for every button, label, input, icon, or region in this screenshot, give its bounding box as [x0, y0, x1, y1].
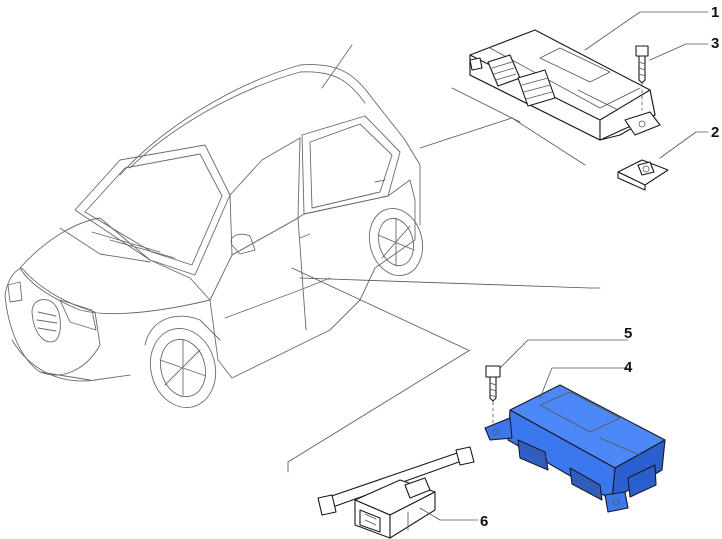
leader-lines: [287, 87, 601, 473]
front-wheel-icon: [144, 315, 221, 408]
callout-3: 3: [711, 35, 719, 52]
callout-4: 4: [624, 359, 633, 376]
car-illustration-icon: [4, 44, 424, 408]
rear-wheel-icon: [368, 208, 424, 276]
part-5-bolt-icon: [485, 365, 501, 426]
callout-2: 2: [711, 124, 719, 141]
callout-1: 1: [711, 4, 719, 21]
callout-5: 5: [624, 325, 632, 342]
part-6-sensor-bracket-icon: [317, 446, 475, 539]
part-1-control-unit: [469, 29, 661, 141]
part-2-clip-nut-icon: [617, 159, 669, 191]
part-4-control-unit-highlighted: [484, 384, 666, 513]
callout-6: 6: [480, 513, 488, 530]
callout-leaders: [419, 11, 709, 521]
part-3-bolt-icon: [635, 45, 649, 111]
